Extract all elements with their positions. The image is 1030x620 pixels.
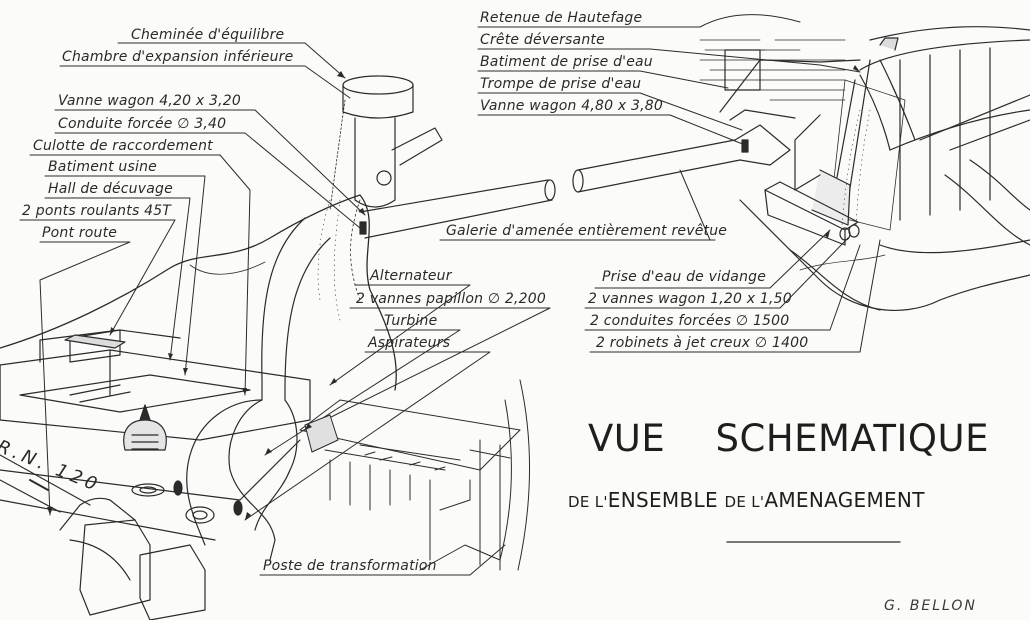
diagram-subtitle: DE L'ENSEMBLE DE L'AMENAGEMENT [568, 487, 925, 515]
label-culotte: Culotte de raccordement [33, 138, 213, 154]
label-retenue: Retenue de Hautefage [480, 10, 643, 26]
diagram-title: VUE SCHEMATIQUE [588, 417, 990, 460]
label-vannes-wagon-small: 2 vannes wagon 1,20 x 1,50 [588, 291, 792, 307]
penstock [186, 217, 331, 561]
subtitle-part: ENSEMBLE [607, 488, 725, 512]
subtitle-part: AMENAGEMENT [764, 488, 925, 512]
label-vanne-wagon-top: Vanne wagon 4,80 x 3,80 [480, 98, 664, 114]
terrain-stipple [317, 109, 871, 321]
label-ponts-roulants: 2 ponts roulants 45T [22, 203, 172, 219]
label-crete-deversante: Crête déversante [480, 32, 605, 48]
label-vanne-wagon-upper: Vanne wagon 4,20 x 3,20 [58, 93, 242, 109]
label-batiment-prise: Batiment de prise d'eau [480, 54, 653, 70]
riverbed [739, 159, 1030, 311]
label-cheminee: Cheminée d'équilibre [131, 27, 285, 43]
power-house [0, 329, 311, 541]
headrace-tunnel [359, 124, 791, 239]
label-alternateur: Alternateur [370, 268, 452, 284]
subtitle-part: DE [568, 493, 595, 511]
label-turbine: Turbine [384, 313, 438, 329]
draft-tubes [59, 497, 206, 620]
leader-lines-left [19, 42, 366, 516]
dam [719, 26, 1030, 246]
reservoir-hatching [699, 39, 846, 101]
label-conduites-forcees: 2 conduites forcées ∅ 1500 [590, 313, 790, 329]
subtitle-part: L' [594, 493, 608, 511]
label-galerie: Galerie d'amenée entièrement revêtue [446, 223, 728, 239]
label-conduite-forcee: Conduite forcée ∅ 3,40 [58, 116, 227, 132]
label-chambre-expansion: Chambre d'expansion inférieure [62, 49, 294, 65]
author-signature: G. BELLON [884, 598, 977, 614]
arrow-heads [47, 65, 860, 520]
switchyard [299, 379, 530, 571]
label-hall-decuvage: Hall de décuvage [48, 181, 173, 197]
subtitle-part: L' [751, 493, 765, 511]
label-vannes-papillon: 2 vannes papillon ∅ 2,200 [356, 291, 546, 307]
label-trompe: Trompe de prise d'eau [480, 76, 642, 92]
label-aspirateurs: Aspirateurs [368, 335, 451, 351]
surge-shaft [329, 75, 443, 211]
leader-lines-top-right [477, 14, 861, 146]
subtitle-part: DE [724, 493, 752, 511]
label-robinets: 2 robinets à jet creux ∅ 1400 [596, 335, 809, 351]
road-rn120 [0, 454, 91, 513]
label-poste-transformation: Poste de transformation [263, 558, 437, 574]
label-batiment-usine: Batiment usine [48, 159, 157, 175]
label-prise-vidange: Prise d'eau de vidange [602, 269, 767, 285]
leader-lines-mid [244, 169, 881, 576]
label-pont-route: Pont route [42, 225, 118, 241]
